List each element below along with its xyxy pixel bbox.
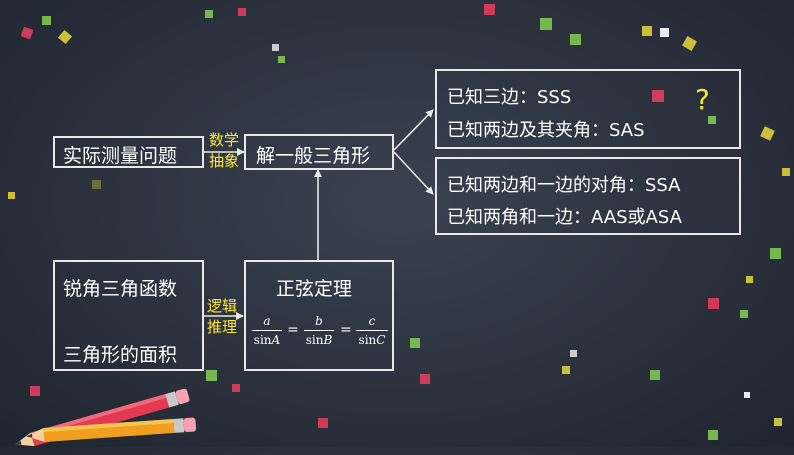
confetti	[420, 374, 430, 384]
confetti	[708, 298, 719, 309]
solve-triangle-label: 解一般三角形	[256, 145, 371, 167]
confetti	[272, 44, 279, 51]
arrow-top-cases	[393, 109, 434, 151]
practical-problem-label: 实际测量问题	[63, 145, 178, 167]
prior-knowledge-box: 锐角三角函数 三角形的面积	[53, 260, 204, 371]
cases-top-box: 已知三边：SSS 已知两边及其夹角：SAS ?	[435, 69, 741, 149]
fraction-b-numerator: b	[315, 314, 323, 328]
acute-trig-label: 锐角三角函数	[63, 278, 178, 300]
confetti	[206, 370, 217, 381]
confetti	[562, 366, 570, 374]
sine-law-fraction-c: c sinC	[356, 314, 388, 347]
fraction-a-numerator: a	[263, 314, 271, 328]
case-ssa: 已知两边和一边的对角：SSA	[447, 175, 681, 196]
sine-law-box: 正弦定理 a sinA = b sinB = c sinC	[244, 260, 394, 371]
confetti	[642, 26, 652, 36]
confetti	[92, 180, 101, 189]
confetti	[708, 430, 718, 440]
abstraction-line-1: 数学	[209, 131, 240, 149]
confetti	[570, 34, 581, 45]
confetti	[30, 386, 40, 396]
sine-law-fraction-a: a sinA	[252, 314, 282, 347]
fraction-a-denominator: sinA	[253, 333, 281, 347]
abstraction-line-2: 抽象	[209, 152, 240, 170]
case-sss: 已知三边：SSS	[447, 87, 572, 108]
confetti	[278, 56, 285, 63]
confetti	[570, 350, 577, 357]
confetti	[740, 310, 748, 318]
case-sas: 已知两边及其夹角：SAS	[447, 120, 645, 141]
solve-triangle-box: 解一般三角形	[244, 134, 394, 170]
confetti	[746, 276, 753, 283]
confetti	[540, 18, 552, 30]
arrow-bottom-cases	[393, 151, 434, 195]
triangle-area-label: 三角形的面积	[63, 344, 178, 366]
confetti	[232, 384, 240, 392]
confetti	[660, 28, 669, 37]
confetti	[708, 116, 716, 124]
reasoning-line-2: 推理	[207, 318, 238, 336]
abstraction-note: 数学 抽象	[209, 130, 239, 172]
reasoning-line-1: 逻辑	[207, 297, 238, 315]
confetti	[782, 168, 790, 176]
question-mark-icon: ?	[695, 83, 710, 116]
confetti	[770, 248, 781, 259]
reasoning-note: 逻辑 推理	[207, 296, 237, 338]
confetti	[42, 16, 51, 25]
practical-problem-box: 实际测量问题	[53, 136, 204, 168]
equals-sign: =	[340, 322, 352, 338]
confetti	[238, 8, 246, 16]
sine-law-fraction-b: b sinB	[304, 314, 334, 347]
fraction-c-denominator: sinC	[358, 333, 386, 347]
confetti	[410, 338, 420, 348]
case-aas-asa: 已知两角和一边：AAS或ASA	[447, 207, 682, 228]
confetti	[205, 10, 213, 18]
pencil-yellow-icon	[26, 417, 197, 442]
confetti	[744, 392, 750, 398]
confetti	[318, 418, 328, 428]
cases-bottom-box: 已知两边和一边的对角：SSA 已知两角和一边：AAS或ASA	[435, 157, 741, 235]
sine-law-title: 正弦定理	[276, 278, 353, 300]
confetti	[8, 192, 15, 199]
equals-sign: =	[287, 322, 299, 338]
confetti	[774, 418, 782, 426]
fraction-c-numerator: c	[368, 314, 376, 328]
fraction-b-denominator: sinB	[305, 333, 333, 347]
confetti	[650, 370, 660, 380]
confetti	[652, 90, 664, 102]
confetti	[484, 4, 495, 15]
